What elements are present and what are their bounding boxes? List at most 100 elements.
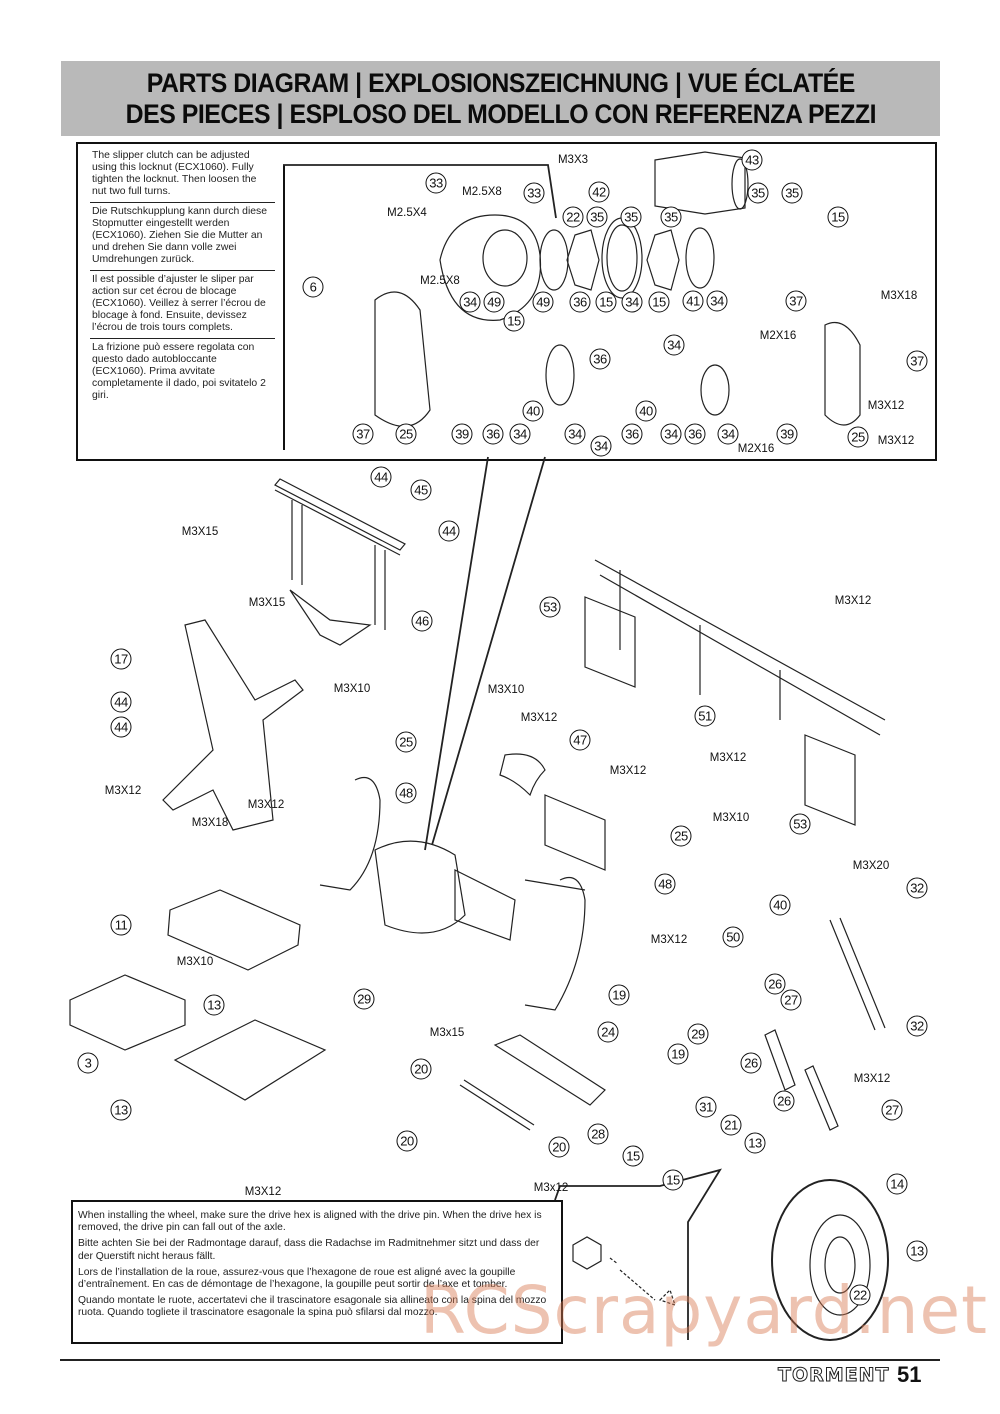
callout-36: 36	[569, 291, 591, 313]
callout-15: 15	[648, 291, 670, 313]
callout-35: 35	[620, 206, 642, 228]
gearbox-half-right	[824, 321, 861, 426]
callout-33: 33	[523, 182, 545, 204]
callout-19: 19	[667, 1043, 689, 1065]
header-title-line-1: PARTS DIAGRAM | EXPLOSIONSZEICHNUNG | VU…	[146, 67, 855, 98]
callout-15: 15	[622, 1145, 644, 1167]
label-m2-5x8: M2.5X8	[420, 275, 460, 287]
callout-36: 36	[482, 423, 504, 445]
slipper-note-en: The slipper clutch can be adjusted using…	[90, 147, 275, 203]
callout-34: 34	[717, 423, 739, 445]
diff-case-drawing	[545, 344, 575, 406]
label-m2x16: M2X16	[737, 443, 775, 455]
mud-flap-left	[584, 596, 636, 688]
wheel-note-frame	[71, 1200, 563, 1344]
callout-14: 14	[886, 1173, 908, 1195]
callout-53: 53	[539, 596, 561, 618]
slipper-note-de: Die Rutschkupplung kann durch diese Stop…	[90, 203, 275, 271]
callout-36: 36	[621, 423, 643, 445]
callout-20: 20	[548, 1136, 570, 1158]
mud-flap-right	[804, 734, 856, 826]
callout-34: 34	[706, 290, 728, 312]
callout-15: 15	[662, 1169, 684, 1191]
callout-13: 13	[110, 1099, 132, 1121]
callout-32: 32	[906, 1015, 928, 1037]
label-m3x12: M3X12	[650, 934, 688, 946]
label-m3x12: M3X12	[834, 595, 872, 607]
label-m2-5x4: M2.5X4	[387, 207, 427, 219]
callout-22: 22	[562, 206, 584, 228]
callout-34: 34	[660, 423, 682, 445]
callout-34: 34	[459, 291, 481, 313]
callout-44: 44	[370, 466, 392, 488]
watermark: RCScrapyard.net	[420, 1272, 988, 1349]
front-bumper-mount	[289, 589, 372, 646]
callout-35: 35	[747, 182, 769, 204]
wheel-note-it: Quando montate le ruote, accertatevi che…	[78, 1295, 547, 1319]
callout-20: 20	[396, 1130, 418, 1152]
callout-31: 31	[695, 1096, 717, 1118]
gearbox-half-left	[374, 291, 431, 427]
callout-21: 21	[720, 1114, 742, 1136]
callout-36: 36	[684, 423, 706, 445]
label-m3x12: M3X12	[247, 799, 285, 811]
callout-22: 22	[849, 1284, 871, 1306]
label-m2x16: M2X16	[759, 330, 797, 342]
label-m3x12: M3X12	[609, 765, 647, 777]
callout-13: 13	[744, 1132, 766, 1154]
wheel-hex-detail	[572, 1236, 602, 1270]
callout-48: 48	[395, 782, 417, 804]
callout-28: 28	[587, 1123, 609, 1145]
callout-41: 41	[682, 290, 704, 312]
suspension-arm-24	[493, 1034, 606, 1106]
callout-35: 35	[586, 206, 608, 228]
esc-plate-11	[167, 889, 301, 971]
label-m3x10: M3X10	[712, 812, 750, 824]
wheel-note-de: Bitte achten Sie bei der Radmontage dara…	[78, 1238, 540, 1262]
callout-6: 6	[302, 276, 324, 298]
callout-44: 44	[110, 716, 132, 738]
wheel-inset-leader	[554, 1168, 722, 1340]
slipper-note-it: La frizione può essere regolata con ques…	[92, 342, 266, 401]
callout-24: 24	[597, 1021, 619, 1043]
shock-tower-front	[162, 619, 304, 831]
label-m3x15: M3X15	[248, 597, 286, 609]
callout-40: 40	[635, 400, 657, 422]
callout-25: 25	[847, 426, 869, 448]
motor-drawing	[654, 151, 746, 215]
callout-36: 36	[589, 348, 611, 370]
label-m3x12: M3X12	[104, 785, 142, 797]
callout-34: 34	[564, 423, 586, 445]
label-m3x12: M3x12	[533, 1182, 569, 1194]
page-header: PARTS DIAGRAM | EXPLOSIONSZEICHNUNG | VU…	[61, 61, 940, 136]
callout-34: 34	[590, 435, 612, 457]
callout-42: 42	[588, 181, 610, 203]
label-m3x10: M3X10	[176, 956, 214, 968]
callout-26: 26	[740, 1052, 762, 1074]
brand-logo: TORMENT	[778, 1364, 890, 1387]
callout-40: 40	[769, 894, 791, 916]
label-m3x10: M3X10	[487, 684, 525, 696]
rear-bumper-drawing	[594, 559, 886, 736]
callout-39: 39	[451, 423, 473, 445]
callout-3: 3	[77, 1052, 99, 1074]
callout-27: 27	[881, 1099, 903, 1121]
label-m3x3: M3X3	[557, 154, 589, 166]
chassis-plate-13	[173, 1019, 327, 1101]
callout-50: 50	[722, 926, 744, 948]
callout-15: 15	[503, 310, 525, 332]
label-m3x12: M3X12	[709, 752, 747, 764]
callout-35: 35	[781, 182, 803, 204]
slipper-note-fr: Il est possible d’ajuster le sliper par …	[90, 271, 275, 339]
callout-53: 53	[789, 813, 811, 835]
callout-37: 37	[906, 350, 928, 372]
callout-19: 19	[608, 984, 630, 1006]
label-m3x18: M3X18	[191, 817, 229, 829]
wheel-install-note: When installing the wheel, make sure the…	[78, 1210, 548, 1324]
slipper-clutch-note: The slipper clutch can be adjusted using…	[90, 147, 275, 406]
label-m3x12: M3X12	[520, 712, 558, 724]
skid-plate-25	[524, 794, 606, 891]
callout-13: 13	[906, 1240, 928, 1262]
callout-20: 20	[410, 1058, 432, 1080]
